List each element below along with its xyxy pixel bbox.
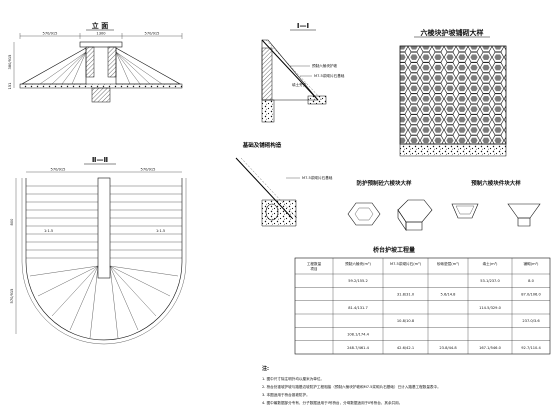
dim-label: 570/915 — [10, 289, 14, 304]
table-header-cell: 工程数量 — [307, 261, 322, 266]
half-block-iso — [507, 203, 541, 219]
cone-fan-lines — [39, 51, 163, 85]
half-block-front — [517, 217, 531, 227]
table-cell: 108.1/174.4 — [347, 333, 370, 337]
table-cell: 87.0/106.0 — [521, 293, 541, 297]
section-1-view: Ⅰ—Ⅰ 预制六棱块护坡 M7.5浆砌片石基础 填土夯实 — [261, 22, 345, 123]
table-header-cell: 砂砾垫层(m³) — [437, 261, 460, 266]
hex-paving-detail: 六棱块护坡铺砌大样 — [399, 28, 507, 157]
dim-label: 570/915 — [51, 168, 66, 172]
hex-detail-title: 六棱块护坡铺砌大样 — [421, 28, 484, 37]
section-2-view: Ⅱ—Ⅱ 570/915 570/915 1:1.5 1:1.5 800 570/… — [10, 156, 187, 345]
pier-footing — [91, 87, 111, 103]
plan-outer-outline — [21, 178, 187, 345]
label: M7.5浆砌片石基础 — [302, 175, 333, 180]
table-cell: 167.1/546.0 — [479, 346, 502, 350]
table-cell: 237.0/3.6 — [522, 319, 540, 323]
block-a-title: 防护预制砼六棱块大样 — [356, 179, 412, 187]
half-block-inner — [455, 205, 475, 215]
note-item: 3. 本图适用于桥台锥坡防护。 — [262, 392, 310, 397]
toe-foundation — [307, 95, 327, 105]
table-cell: 31.8/31.0 — [397, 293, 415, 297]
table-header-cell: M7.5浆砌片石(m³) — [390, 261, 422, 266]
elevation-view: 立 面 570/915 1300 570/915 380/915 151 — [8, 21, 183, 103]
dim-label: 1300 — [96, 32, 106, 36]
slope-label: 1:1.5 — [156, 229, 165, 233]
plan-outline — [25, 178, 183, 341]
table-grid — [295, 258, 550, 354]
table-cell: 114.5/329.0 — [479, 306, 502, 310]
table-header-cell: 项目 — [310, 266, 317, 271]
hex-block-plan — [347, 202, 381, 226]
table-cell: 53.1/237.0 — [480, 279, 500, 283]
hex-block-iso — [397, 199, 433, 223]
table-cell: 5.6/14.8 — [441, 293, 457, 297]
abutment-left — [85, 46, 95, 78]
plan-hatch-lines — [26, 185, 182, 259]
table-cell: 248.7/461.4 — [347, 346, 370, 350]
dim-label: 570/915 — [141, 168, 156, 172]
section-2-title: Ⅱ—Ⅱ — [92, 156, 108, 164]
dim-label: 151 — [8, 83, 12, 90]
notes-block: 注: 1. 图中尺寸除注明外均以厘米为单位。 2. 桥台处锥坡护坡与路基边坡防护… — [262, 365, 441, 405]
note-item: 4. 图中最数据部分专有，分子数据适用于Ⅰ号桥台，分母数据适用于Ⅱ号桥台，其余共… — [262, 400, 402, 405]
dim-label: 570/915 — [43, 32, 58, 36]
half-block-plan — [451, 203, 479, 219]
foundation-block — [261, 99, 275, 123]
dim-label: 380/915 — [8, 55, 12, 70]
table-cell: 10.8/10.8 — [397, 319, 415, 323]
table-header-cell: 铺砌(m²) — [524, 261, 540, 266]
table-cell: 23.8/44.8 — [439, 346, 457, 350]
block-detail-a: 防护预制砼六棱块大样 — [347, 179, 433, 231]
label: 预制六棱块护坡 — [312, 63, 338, 68]
table-header-cell: 预制六棱块(m³) — [345, 261, 371, 266]
abutment-wall — [261, 47, 273, 101]
hex-grid — [399, 45, 507, 145]
table-cell: 92.7/110.4 — [521, 346, 541, 350]
table-cell: 59.2/155.2 — [348, 279, 368, 283]
masonry-foundation — [261, 199, 297, 227]
cone-slope-left — [20, 47, 87, 85]
hex-block-front — [405, 221, 423, 231]
slope-label: 1:1.5 — [44, 229, 53, 233]
foundation-strip — [19, 83, 183, 89]
cone-slope-right — [115, 47, 182, 85]
table-cell: 81.4/131.7 — [348, 306, 368, 310]
slope-lining — [265, 39, 323, 101]
note-item: 2. 桥台处锥坡护坡与路基边坡防护工程相接（预制六棱块护坡和M7.5浆砌片石基础… — [262, 384, 441, 389]
dim-label: 570/915 — [145, 32, 160, 36]
table-header-cell: 填土(m³) — [483, 261, 499, 266]
block-detail-b: 预制六棱块件块大样 — [451, 179, 541, 227]
foundation-title: 基础及铺砌构造 — [242, 141, 282, 149]
block-b-title: 预制六棱块件块大样 — [471, 179, 521, 187]
label: M7.5浆砌片石基础 — [314, 73, 345, 78]
plan-fan-lines — [29, 265, 179, 339]
label: 填土夯实 — [292, 82, 307, 87]
elevation-title: 立 面 — [92, 21, 108, 30]
hex-block-side — [397, 209, 407, 231]
section-1-title: Ⅰ—Ⅰ — [297, 22, 309, 30]
notes-heading: 注: — [262, 365, 269, 372]
abutment-right — [107, 46, 117, 78]
foundation-detail: 基础及铺砌构造 M7.5浆砌片石基础 — [235, 141, 333, 227]
note-item: 1. 图中尺寸除注明外均以厘米为单位。 — [262, 376, 324, 381]
dim-label: 800 — [10, 218, 14, 226]
plan-abutment — [97, 177, 111, 279]
table-cell: 42.6/42.1 — [397, 346, 414, 350]
table-cell: 8.0 — [528, 279, 534, 283]
table-title: 桥台护坡工程量 — [373, 246, 415, 254]
bridge-deck — [79, 41, 123, 48]
stone-outline — [265, 203, 279, 221]
hex-block-inner — [354, 207, 374, 221]
paving-edge-strip — [399, 143, 507, 157]
table-frame — [294, 257, 551, 355]
